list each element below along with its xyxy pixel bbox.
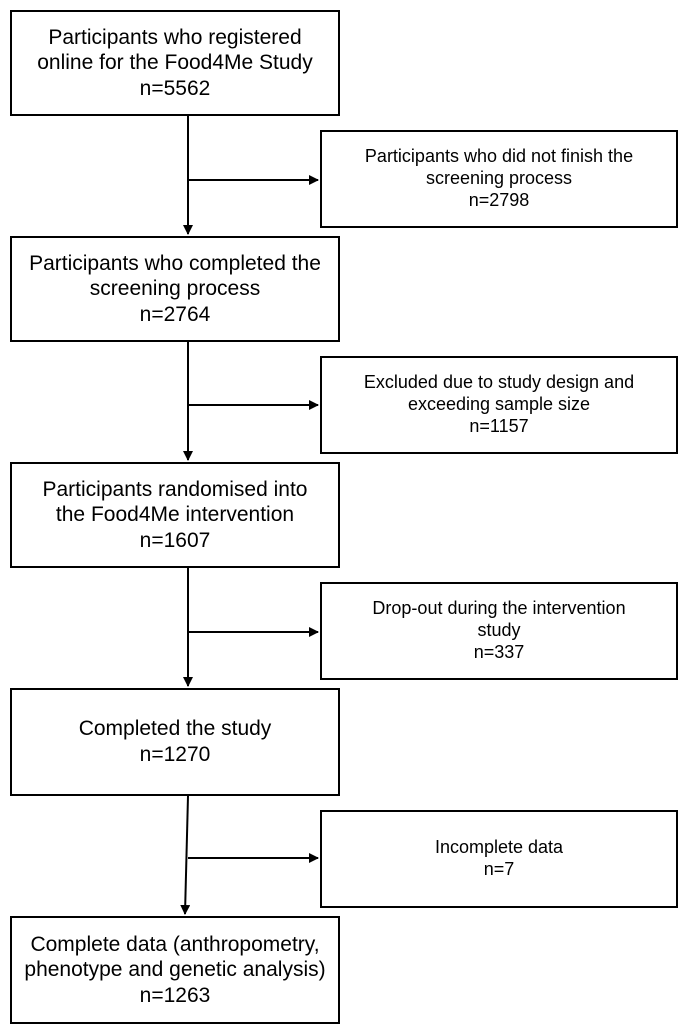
box-excluded-line-1: Excluded due to study design and: [363, 372, 635, 393]
box-excluded: Excluded due to study design and exceedi…: [320, 356, 678, 454]
box-complete-data-line-1: Complete data (anthropometry,: [30, 932, 320, 956]
box-excluded-line-2: exceeding sample size: [407, 394, 591, 415]
box-completed-screening-line-1: Participants who completed the: [29, 251, 321, 275]
box-completed-study-count: n=1270: [139, 743, 211, 766]
box-incomplete-data-line-1: Incomplete data: [434, 837, 564, 858]
box-complete-data-line-2: phenotype and genetic analysis): [24, 958, 326, 982]
box-drop-out: Drop-out during the intervention study n…: [320, 582, 678, 680]
box-did-not-finish-line-2: screening process: [425, 168, 573, 189]
box-registered-line-2: online for the Food4Me Study: [37, 51, 313, 75]
box-did-not-finish-count: n=2798: [468, 189, 530, 210]
box-excluded-count: n=1157: [469, 415, 529, 436]
box-randomised-line-1: Participants randomised into: [42, 477, 308, 501]
box-complete-data: Complete data (anthropometry, phenotype …: [10, 916, 340, 1024]
box-registered-line-1: Participants who registered: [48, 25, 302, 49]
box-randomised: Participants randomised into the Food4Me…: [10, 462, 340, 568]
box-drop-out-count: n=337: [473, 641, 525, 662]
box-completed-screening-line-2: screening process: [89, 277, 261, 301]
box-drop-out-line-2: study: [477, 620, 521, 641]
box-randomised-line-2: the Food4Me intervention: [55, 503, 295, 527]
box-incomplete-data: Incomplete data n=7: [320, 810, 678, 908]
box-did-not-finish-line-1: Participants who did not finish the: [364, 146, 634, 167]
box-completed-study-line-1: Completed the study: [78, 717, 272, 741]
box-complete-data-count: n=1263: [139, 983, 211, 1007]
box-completed-study: Completed the study n=1270: [10, 688, 340, 796]
box-completed-screening-count: n=2764: [139, 302, 211, 326]
box-registered: Participants who registered online for t…: [10, 10, 340, 116]
arrow-down-4: [180, 795, 191, 915]
box-did-not-finish-screening: Participants who did not finish the scre…: [320, 130, 678, 228]
box-randomised-count: n=1607: [139, 528, 211, 552]
box-completed-screening: Participants who completed the screening…: [10, 236, 340, 342]
box-registered-count: n=5562: [139, 76, 211, 100]
box-incomplete-data-count: n=7: [483, 859, 515, 879]
box-drop-out-line-1: Drop-out during the intervention: [372, 598, 626, 619]
